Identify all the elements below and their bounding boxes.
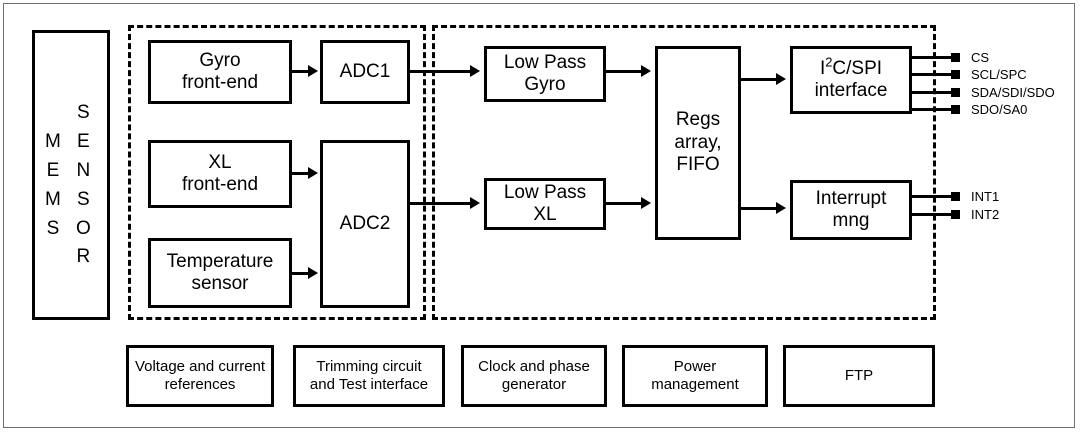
pin-label-sda-sdi-sdo: SDA/SDI/SDO xyxy=(971,85,1055,100)
connector-regs-i2cspi xyxy=(741,78,778,81)
analog-front-end-group xyxy=(128,25,426,320)
gyro-front-end-block: Gyro front-end xyxy=(148,40,292,104)
sensor-letter: N xyxy=(76,159,91,181)
mems-letter: E xyxy=(46,159,60,181)
mems-letter: S xyxy=(46,217,60,239)
interrupt-mng-block: Interrupt mng xyxy=(790,180,912,240)
i2c-superscript: 2 xyxy=(825,54,833,70)
mems-sensor-block: M E M S S E N S O R xyxy=(32,30,110,320)
voltage-current-references-label: Voltage and current references xyxy=(134,358,266,393)
clock-phase-generator-block: Clock and phase generator xyxy=(461,345,607,407)
sensor-letter: S xyxy=(77,188,90,210)
trimming-test-interface-block: Trimming circuit and Test interface xyxy=(293,345,445,407)
low-pass-xl-block: Low Pass XL xyxy=(484,178,606,230)
arrowhead-regs-i2cspi xyxy=(776,73,786,85)
sensor-letter: O xyxy=(76,217,91,239)
connector-xl-adc2 xyxy=(292,172,310,175)
ftp-block: FTP xyxy=(783,345,935,407)
sensor-letter: S xyxy=(77,102,90,123)
arrowhead-temperature-adc2 xyxy=(308,267,318,279)
gyro-front-end-label: Gyro front-end xyxy=(181,49,259,93)
clock-phase-generator-label: Clock and phase generator xyxy=(478,358,590,393)
connector-regs-interrupt xyxy=(741,207,778,210)
pin-pad-scl-spc xyxy=(951,70,960,79)
power-management-block: Power management xyxy=(622,345,768,407)
pin-pad-cs xyxy=(951,53,960,62)
voltage-current-references-block: Voltage and current references xyxy=(126,345,274,407)
pin-stub-int1 xyxy=(912,195,958,198)
pin-stub-sdo-sa0 xyxy=(912,108,958,111)
low-pass-gyro-block: Low Pass Gyro xyxy=(484,46,606,102)
pin-stub-cs xyxy=(912,56,958,59)
pin-stub-sda-sdi-sdo xyxy=(912,91,958,94)
adc1-label: ADC1 xyxy=(339,60,391,82)
regs-array-fifo-label: Regs array, FIFO xyxy=(674,109,722,176)
mems-letter-column: M E M S xyxy=(45,128,61,244)
pin-label-int2: INT2 xyxy=(971,207,1000,222)
pin-pad-sda-sdi-sdo xyxy=(951,88,960,97)
temperature-sensor-label: Temperature sensor xyxy=(166,250,274,294)
i2c-prefix: I xyxy=(819,57,826,79)
pin-pad-sdo-sa0 xyxy=(951,105,960,114)
pin-stub-scl-spc xyxy=(912,73,958,76)
arrowhead-lowpassgyro-regs xyxy=(641,65,651,77)
regs-array-fifo-block: Regs array, FIFO xyxy=(655,46,741,240)
pin-label-int1: INT1 xyxy=(971,189,1000,204)
mems-letter: M xyxy=(45,131,61,152)
arrowhead-adc2-lowpassxl xyxy=(470,197,480,209)
pin-label-scl-spc: SCL/SPC xyxy=(971,67,1027,82)
i2c-spi-interface-label: I2C/SPI interface xyxy=(814,55,888,103)
trimming-test-interface-label: Trimming circuit and Test interface xyxy=(309,358,429,393)
adc1-block: ADC1 xyxy=(320,40,410,104)
sensor-letter: E xyxy=(77,130,90,152)
low-pass-xl-label: Low Pass XL xyxy=(503,181,587,225)
i2c-suffix: C/SPI interface xyxy=(814,57,888,101)
mems-letter: M xyxy=(45,188,61,210)
pin-pad-int2 xyxy=(951,210,960,219)
connector-adc1-lowpassgyro xyxy=(410,70,472,73)
low-pass-gyro-label: Low Pass Gyro xyxy=(503,51,587,95)
pin-stub-int2 xyxy=(912,213,958,216)
sensor-letter: R xyxy=(76,246,91,268)
xl-front-end-label: XL front-end xyxy=(181,151,259,195)
pin-label-sdo-sa0: SDO/SA0 xyxy=(971,102,1028,117)
connector-lowpassxl-regs xyxy=(606,202,643,205)
adc2-block: ADC2 xyxy=(320,140,410,308)
arrowhead-lowpassxl-regs xyxy=(641,197,651,209)
arrowhead-regs-interrupt xyxy=(776,202,786,214)
digital-section-group xyxy=(432,25,936,320)
arrowhead-gyro-adc1 xyxy=(308,65,318,77)
interrupt-mng-label: Interrupt mng xyxy=(815,187,887,231)
pin-pad-int1 xyxy=(951,192,960,201)
arrowhead-adc1-lowpassgyro xyxy=(470,65,480,77)
pin-label-cs: CS xyxy=(971,50,990,65)
i2c-spi-interface-block: I2C/SPI interface xyxy=(790,46,912,114)
connector-gyro-adc1 xyxy=(292,70,310,73)
connector-temperature-adc2 xyxy=(292,272,310,275)
adc2-label: ADC2 xyxy=(339,212,391,234)
sensor-letter-column: S E N S O R xyxy=(76,99,91,272)
power-management-label: Power management xyxy=(651,358,739,393)
ftp-label: FTP xyxy=(844,367,874,385)
xl-front-end-block: XL front-end xyxy=(148,140,292,208)
outer-page-frame xyxy=(3,3,1075,428)
connector-adc2-lowpassxl xyxy=(410,202,472,205)
temperature-sensor-block: Temperature sensor xyxy=(148,238,292,308)
arrowhead-xl-adc2 xyxy=(308,167,318,179)
connector-lowpassgyro-regs xyxy=(606,70,643,73)
